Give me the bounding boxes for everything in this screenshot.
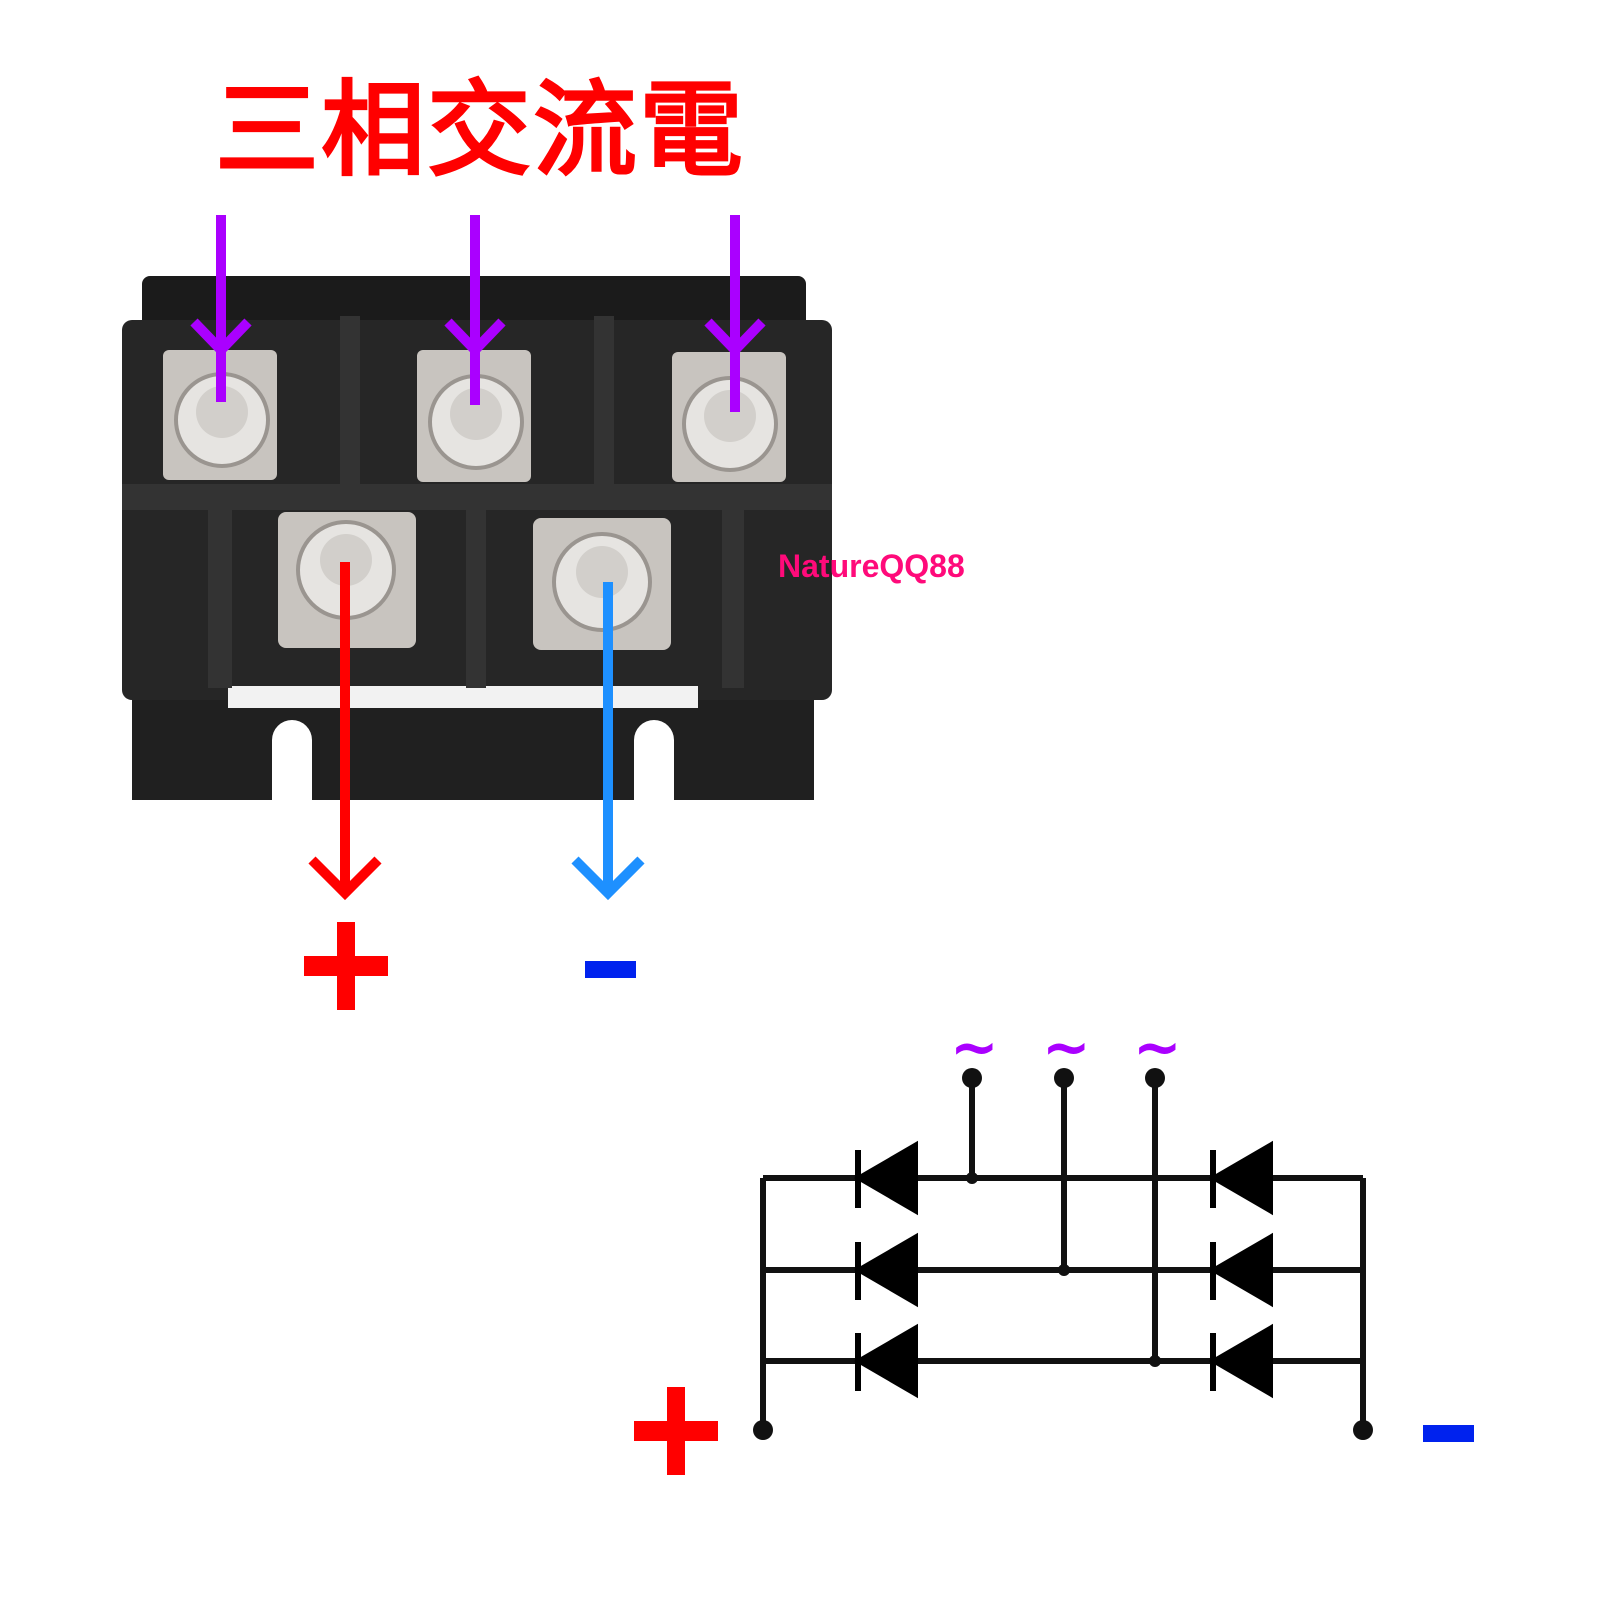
- diode-icon: [854, 1232, 918, 1308]
- watermark: NatureQQ88: [778, 548, 965, 584]
- ac-arrow-2: [444, 215, 506, 405]
- ac-symbol-2: ~: [1042, 1013, 1091, 1081]
- page-title: 三相交流電: [215, 69, 746, 191]
- dc-negative-terminal: [533, 518, 671, 650]
- ac-symbol-1: ~: [950, 1013, 999, 1081]
- ac-terminal-2: [417, 350, 531, 482]
- bridge-rectifier-module: [122, 276, 832, 800]
- ac-terminal-1: [163, 350, 277, 480]
- diode-icon: [1209, 1323, 1273, 1399]
- plus-sign-icon: [634, 1387, 718, 1475]
- ac-arrow-3: [704, 215, 766, 412]
- diode-icon: [1209, 1140, 1273, 1216]
- plus-sign-icon: [304, 922, 388, 1010]
- ac-arrow-1: [190, 215, 252, 402]
- circuit-nodes: [753, 1068, 1373, 1440]
- diode-icon: [854, 1323, 918, 1399]
- positive-output-arrow: [308, 562, 382, 901]
- diode-icon: [1209, 1232, 1273, 1308]
- minus-sign-icon: [1423, 1425, 1474, 1442]
- ac-terminal-3: [672, 352, 786, 482]
- ac-symbol-3: ~: [1133, 1013, 1182, 1081]
- diode-icon: [854, 1140, 918, 1216]
- minus-sign-icon: [585, 961, 636, 978]
- negative-output-arrow: [571, 582, 645, 901]
